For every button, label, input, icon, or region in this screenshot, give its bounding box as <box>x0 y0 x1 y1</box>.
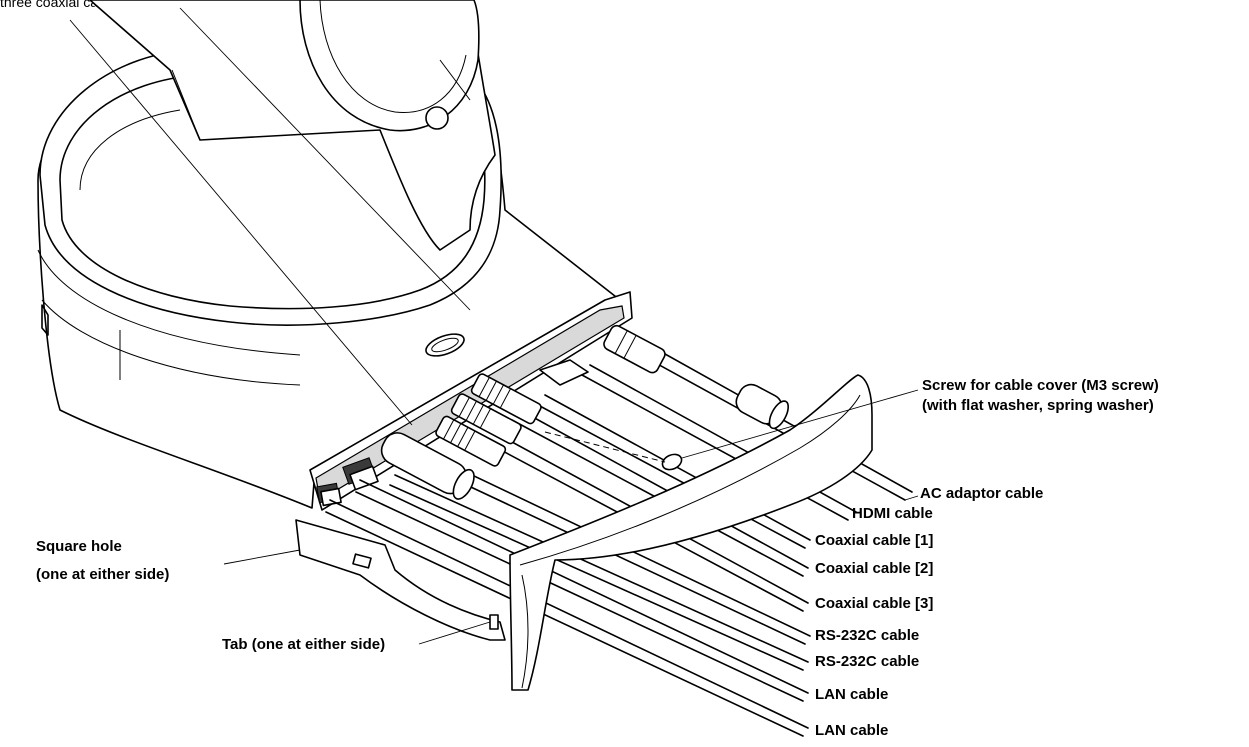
cable-connectors <box>380 324 789 500</box>
label-coaxial-cable-3: Coaxial cable [3] <box>815 595 934 612</box>
label-coaxial-cable-2: Coaxial cable [2] <box>815 560 934 577</box>
bottom-bracket <box>295 519 506 641</box>
label-rs232c-cable-2: RS-232C cable <box>815 653 920 670</box>
label-screw-line2: (with flat washer, spring washer) <box>922 397 1154 414</box>
label-tab: Tab (one at either side) <box>222 636 386 653</box>
label-lan-cable-2: LAN cable <box>815 722 889 739</box>
label-hdmi-cable: HDMI cable <box>852 505 933 522</box>
tab <box>489 614 499 630</box>
label-ac-adaptor-cable: AC adaptor cable <box>920 485 1044 502</box>
label-square-hole-line2: (one at either side) <box>36 566 170 583</box>
square-hole <box>352 553 372 569</box>
label-screw-line1: Screw for cable cover (M3 screw) <box>922 377 1159 394</box>
leader-lines <box>69 7 919 645</box>
label-square-hole-line1: Square hole <box>36 538 122 555</box>
label-rs232c-cable-1: RS-232C cable <box>815 627 920 644</box>
cable-cover <box>509 374 873 691</box>
label-coaxial-cable-1: Coaxial cable [1] <box>815 532 934 549</box>
label-lan-cable-1: LAN cable <box>815 686 889 703</box>
